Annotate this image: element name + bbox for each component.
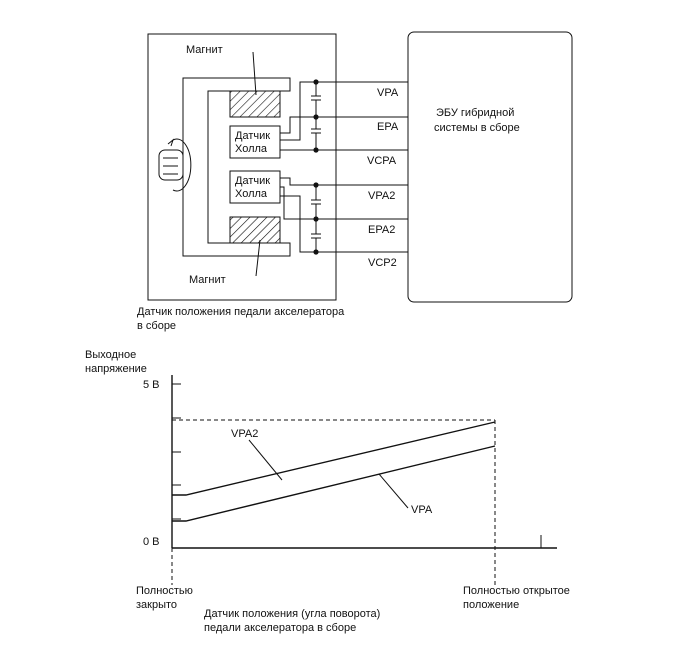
hall-sensor-2-line2: Холла xyxy=(235,188,268,200)
x-left-label-line2: закрыто xyxy=(136,599,177,611)
hall-sensor-2 xyxy=(229,170,281,204)
vpa2-curve-label: VPA2 xyxy=(231,428,258,440)
sensor-2-wiring xyxy=(280,177,408,255)
x-axis-title-line2: педали акселератора в сборе xyxy=(204,622,356,634)
x-axis-title-line1: Датчик положения (угла поворота) xyxy=(204,608,380,620)
signal-vpa2: VPA2 xyxy=(368,190,395,202)
hall-sensor-1-line2: Холла xyxy=(235,143,268,155)
assembly-caption-line2: в сборе xyxy=(137,320,176,332)
pedal-shaft-icon xyxy=(158,138,192,192)
sensor-1-wiring xyxy=(280,79,408,153)
assembly-caption-line1: Датчик положения педали акселератора xyxy=(137,306,345,318)
x-right-label-line1: Полностью открытое xyxy=(463,585,570,597)
sensor-assembly-box xyxy=(147,33,337,301)
y-max-label: 5 В xyxy=(143,379,160,391)
y-axis-title-line2: напряжение xyxy=(85,363,147,375)
signal-epa2: EPA2 xyxy=(368,224,395,236)
magnet-bottom-label: Магнит xyxy=(189,274,226,286)
hall-sensor-1-line1: Датчик xyxy=(235,130,270,142)
vpa-curve-label: VPA xyxy=(411,504,433,516)
ecu-label-line2: системы в сборе xyxy=(434,122,520,134)
vpa-curve xyxy=(172,445,496,522)
magnet-top xyxy=(229,90,281,118)
hall-sensor-2-line1: Датчик xyxy=(235,175,270,187)
ecu-label-line1: ЭБУ гибридной xyxy=(436,107,514,119)
y-axis-title-line1: Выходное xyxy=(85,349,136,361)
signal-epa: EPA xyxy=(377,121,399,133)
y-zero-label: 0 В xyxy=(143,536,160,548)
hall-sensor-1 xyxy=(229,125,281,159)
signal-vcp2: VCP2 xyxy=(368,257,397,269)
magnet-bottom xyxy=(229,216,281,244)
x-right-label-line2: положение xyxy=(463,599,519,611)
ecu-box xyxy=(407,31,573,303)
signal-vpa: VPA xyxy=(377,87,399,99)
vpa2-curve xyxy=(172,421,496,496)
magnet-top-label: Магнит xyxy=(186,44,223,56)
signal-vcpa: VCPA xyxy=(367,155,397,167)
y-axis-ticks xyxy=(172,383,181,520)
x-left-label-line1: Полностью xyxy=(136,585,193,597)
